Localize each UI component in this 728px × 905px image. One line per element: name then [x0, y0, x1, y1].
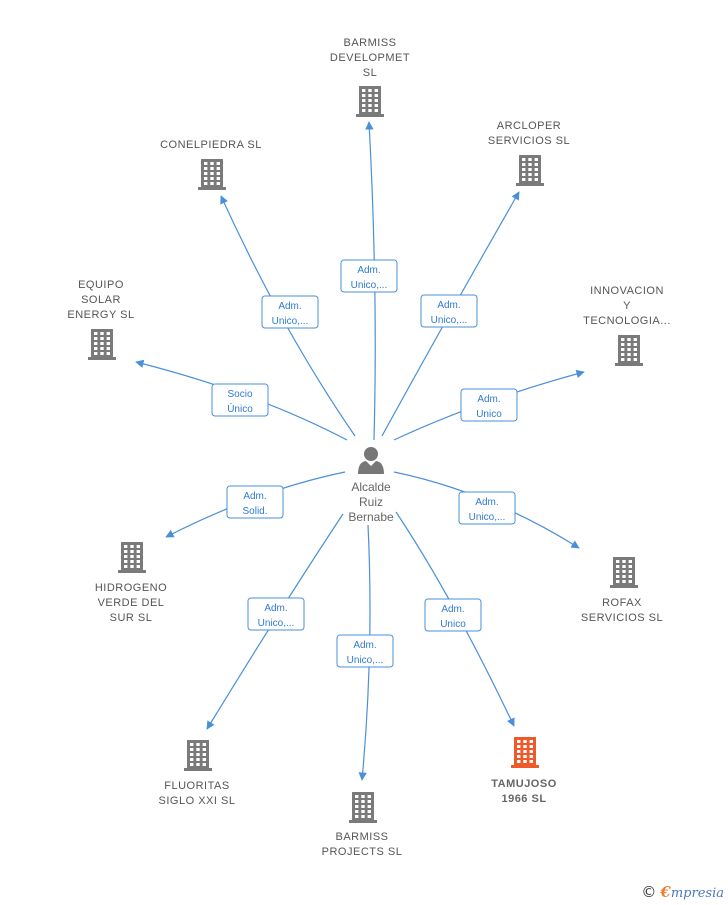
node-fluoritas-siglo-xxi[interactable]: FLUORITAS SIGLO XXI SL [159, 740, 236, 807]
node-label-line: Y [623, 300, 631, 312]
node-tamujoso-1966[interactable]: TAMUJOSO 1966 SL [491, 737, 557, 805]
edge-label-text: Socio [227, 389, 252, 400]
edge-label-text: Unico,... [347, 655, 384, 666]
node-label-line: SOLAR [81, 294, 121, 306]
edge-label-fluoritas-siglo-xxi[interactable]: Adm. Unico,... [247, 597, 305, 631]
brand-logo: €mpresia [660, 883, 724, 901]
building-icon [356, 86, 384, 117]
building-icon [118, 542, 146, 573]
edge-label-box [261, 295, 319, 329]
edge-label-text: Adm. [243, 491, 266, 502]
edge-label-text: Adm. [441, 604, 464, 615]
node-label-line: HIDROGENO [95, 582, 167, 594]
node-label-line: BARMISS [335, 831, 388, 843]
edge-label-text: Único [227, 402, 253, 415]
node-label-line: EQUIPO [78, 279, 124, 291]
node-label-line: SIGLO XXI SL [159, 795, 236, 807]
edge-label-box [340, 259, 398, 293]
center-name-line: Ruiz [359, 495, 383, 509]
edge-label-box [211, 383, 269, 417]
edge-label-hidrogeno-verde-del-sur[interactable]: Adm. Solid. [226, 485, 284, 519]
building-icon [511, 737, 539, 768]
node-label-line: FLUORITAS [164, 780, 229, 792]
node-label-line: SERVICIOS SL [488, 135, 570, 147]
edge-label-tamujoso-1966[interactable]: Adm. Unico [424, 598, 482, 632]
node-label-line: 1966 SL [501, 793, 546, 805]
edge-label-text: Unico,... [431, 315, 468, 326]
edge-label-box [424, 598, 482, 632]
center-name-line: Alcalde [351, 480, 391, 494]
edge-label-text: Adm. [264, 603, 287, 614]
edge-label-text: Adm. [357, 265, 380, 276]
node-barmiss-projects[interactable]: BARMISS PROJECTS SL [322, 792, 403, 858]
edge-label-box [420, 294, 478, 328]
edge-label-text: Adm. [437, 300, 460, 311]
edges-layer: Adm.Unico,...Adm.Unico,...Adm.UnicoAdm.U… [135, 121, 585, 781]
building-icon [198, 159, 226, 190]
edge-label-text: Unico,... [258, 618, 295, 629]
node-label-line: ROFAX [602, 597, 642, 609]
edge-label-text: Adm. [475, 497, 498, 508]
node-label-line: TAMUJOSO [491, 778, 557, 790]
edge-label-box [458, 491, 516, 525]
edge-label-text: Adm. [477, 394, 500, 405]
edge-label-text: Unico,... [469, 512, 506, 523]
edge-label-text: Adm. [278, 301, 301, 312]
edge-label-text: Adm. [353, 640, 376, 651]
copyright-icon: © [641, 883, 657, 901]
building-icon [610, 557, 638, 588]
edge-label-text: Unico,... [272, 316, 309, 327]
node-label-line: ARCLOPER [497, 120, 562, 132]
edge-label-barmiss-projects[interactable]: Adm. Unico,... [336, 634, 394, 668]
node-label-line: SUR SL [110, 612, 153, 624]
node-label-line: CONELPIEDRA SL [160, 139, 262, 151]
edge-label-barmiss-developmet[interactable]: Adm. Unico,... [340, 259, 398, 293]
building-icon [184, 740, 212, 771]
edge-label-innovacion-y-tecnologia[interactable]: Adm. Unico [460, 388, 518, 422]
node-hidrogeno-verde-del-sur[interactable]: HIDROGENO VERDE DEL SUR SL [95, 542, 167, 624]
node-label-line: ENERGY SL [67, 309, 134, 321]
edge-label-conelpiedra[interactable]: Adm. Unico,... [261, 295, 319, 329]
edge-label-box [336, 634, 394, 668]
edge-label-arcloper-servicios[interactable]: Adm. Unico,... [420, 294, 478, 328]
node-conelpiedra[interactable]: CONELPIEDRA SL [160, 139, 262, 190]
node-barmiss-developmet[interactable]: BARMISS DEVELOPMET SL [330, 37, 410, 117]
building-icon [615, 335, 643, 366]
node-label-line: INNOVACION [590, 285, 664, 297]
person-icon [358, 447, 384, 474]
node-equipo-solar-energy[interactable]: EQUIPO SOLAR ENERGY SL [67, 279, 134, 360]
center-name-line: Bernabe [348, 510, 394, 524]
node-label-line: VERDE DEL [98, 597, 165, 609]
node-label-line: SERVICIOS SL [581, 612, 663, 624]
edge-label-text: Unico [476, 409, 502, 420]
node-label-line: SL [363, 67, 377, 79]
edge-label-box [247, 597, 305, 631]
edge-label-text: Unico,... [351, 280, 388, 291]
nodes-layer: BARMISS DEVELOPMET SL ARCLOPER SERVICIOS SL I… [67, 37, 671, 858]
edge-label-text: Unico [440, 619, 466, 630]
footer-brand: © €mpresia [641, 882, 724, 902]
node-arcloper-servicios[interactable]: ARCLOPER SERVICIOS SL [488, 120, 570, 186]
edge-label-box [460, 388, 518, 422]
edge-label-box [226, 485, 284, 519]
edge-label-rofax-servicios[interactable]: Adm. Unico,... [458, 491, 516, 525]
node-rofax-servicios[interactable]: ROFAX SERVICIOS SL [581, 557, 663, 624]
node-innovacion-y-tecnologia[interactable]: INNOVACION Y TECNOLOGIA... [583, 285, 671, 366]
building-icon [516, 155, 544, 186]
node-label-line: DEVELOPMET [330, 52, 410, 64]
edge-label-text: Solid. [242, 506, 267, 517]
node-label-line: BARMISS [343, 37, 396, 49]
node-label-line: TECNOLOGIA... [583, 315, 671, 327]
building-icon [88, 329, 116, 360]
building-icon [349, 792, 377, 823]
node-label-line: PROJECTS SL [322, 846, 403, 858]
